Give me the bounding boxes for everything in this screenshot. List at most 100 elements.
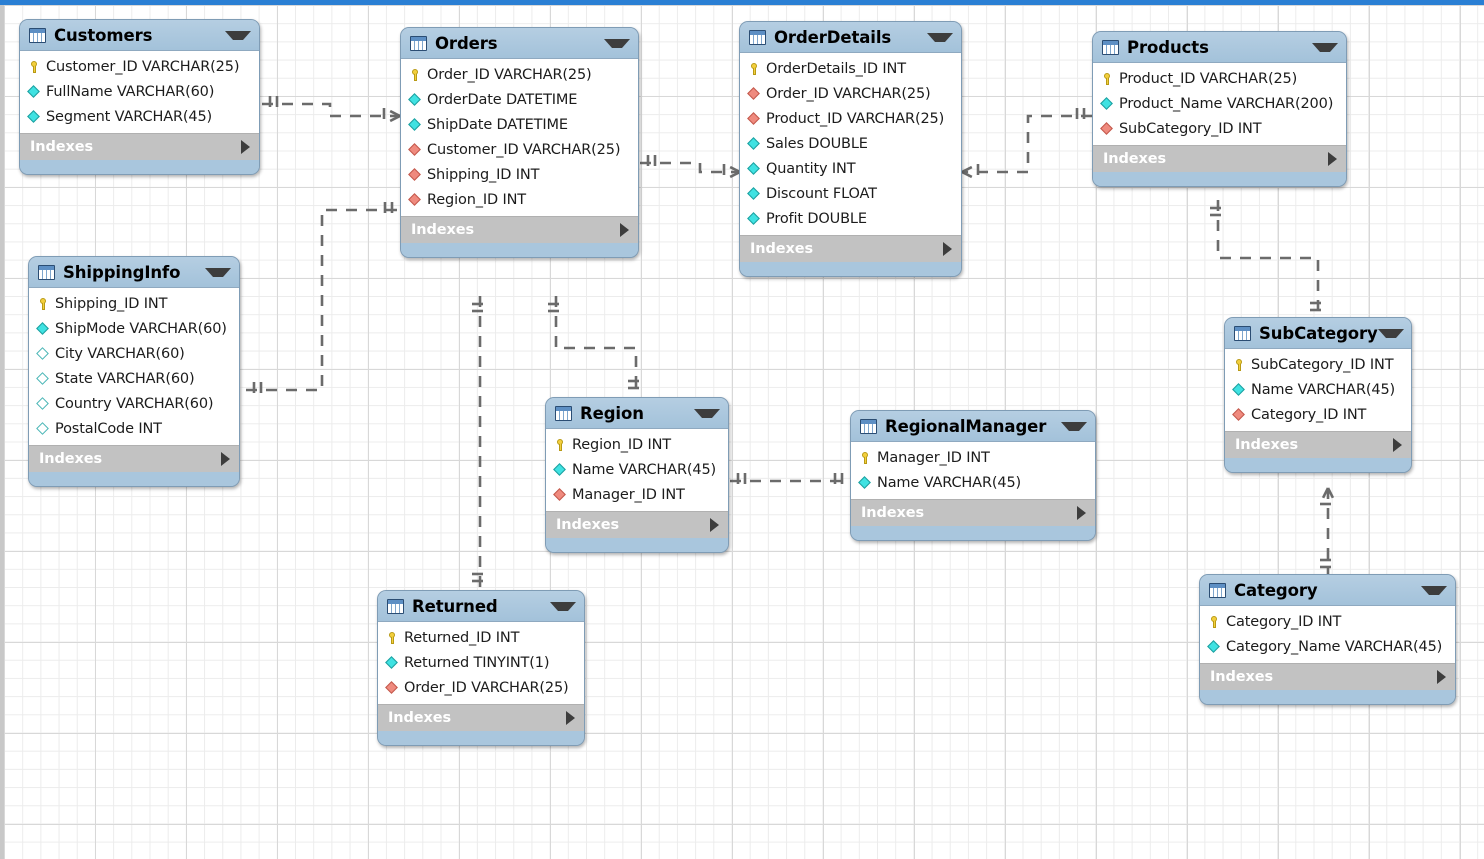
indexes-row[interactable]: Indexes xyxy=(1200,663,1455,690)
table-regionalmanager[interactable]: RegionalManager Manager_ID INT Name VARC… xyxy=(850,410,1096,541)
column-label: Name VARCHAR(45) xyxy=(877,474,1022,491)
table-header[interactable]: ShippingInfo xyxy=(29,257,239,288)
column-label: Profit DOUBLE xyxy=(766,210,867,227)
column-row[interactable]: Customer_ID VARCHAR(25) xyxy=(401,137,638,162)
table-category[interactable]: Category Category_ID INT Category_Name V… xyxy=(1199,574,1456,705)
indexes-row[interactable]: Indexes xyxy=(378,704,584,731)
chevron-right-icon[interactable] xyxy=(710,518,719,532)
column-row[interactable]: Product_Name VARCHAR(200) xyxy=(1093,91,1346,116)
chevron-right-icon[interactable] xyxy=(241,140,250,154)
table-header[interactable]: OrderDetails xyxy=(740,22,961,53)
column-row[interactable]: Region_ID INT xyxy=(546,432,728,457)
column-row[interactable]: Manager_ID INT xyxy=(851,445,1095,470)
column-row[interactable]: Name VARCHAR(45) xyxy=(851,470,1095,495)
table-products[interactable]: Products Product_ID VARCHAR(25) Product_… xyxy=(1092,31,1347,187)
column-label: Name VARCHAR(45) xyxy=(572,461,717,478)
column-row[interactable]: SubCategory_ID INT xyxy=(1225,352,1411,377)
chevron-down-icon[interactable] xyxy=(205,267,231,277)
table-header[interactable]: Customers xyxy=(20,20,259,51)
chevron-down-icon[interactable] xyxy=(1421,585,1447,595)
column-row[interactable]: Category_ID INT xyxy=(1200,609,1455,634)
column-row[interactable]: Shipping_ID INT xyxy=(29,291,239,316)
chevron-down-icon[interactable] xyxy=(550,601,576,611)
column-row[interactable]: Order_ID VARCHAR(25) xyxy=(378,675,584,700)
column-row[interactable]: Order_ID VARCHAR(25) xyxy=(740,81,961,106)
column-row[interactable]: Manager_ID INT xyxy=(546,482,728,507)
indexes-row[interactable]: Indexes xyxy=(29,445,239,472)
column-row[interactable]: Shipping_ID INT xyxy=(401,162,638,187)
column-label: Category_ID INT xyxy=(1226,613,1342,630)
chevron-right-icon[interactable] xyxy=(1393,438,1402,452)
column-row[interactable]: Category_Name VARCHAR(45) xyxy=(1200,634,1455,659)
column-row[interactable]: PostalCode INT xyxy=(29,416,239,441)
column-row[interactable]: Sales DOUBLE xyxy=(740,131,961,156)
chevron-down-icon[interactable] xyxy=(1377,328,1404,338)
column-row[interactable]: Quantity INT xyxy=(740,156,961,181)
table-header[interactable]: SubCategory xyxy=(1225,318,1411,349)
table-header[interactable]: Region xyxy=(546,398,728,429)
chevron-down-icon[interactable] xyxy=(225,30,251,40)
table-customers[interactable]: Customers Customer_ID VARCHAR(25) FullNa… xyxy=(19,19,260,175)
column-row[interactable]: Product_ID VARCHAR(25) xyxy=(740,106,961,131)
table-returned[interactable]: Returned Returned_ID INT Returned TINYIN… xyxy=(377,590,585,746)
column-row[interactable]: Discount FLOAT xyxy=(740,181,961,206)
column-row[interactable]: Country VARCHAR(60) xyxy=(29,391,239,416)
indexes-row[interactable]: Indexes xyxy=(20,133,259,160)
indexes-row[interactable]: Indexes xyxy=(740,235,961,262)
indexes-row[interactable]: Indexes xyxy=(851,499,1095,526)
column-row[interactable]: City VARCHAR(60) xyxy=(29,341,239,366)
column-row[interactable]: OrderDate DATETIME xyxy=(401,87,638,112)
indexes-row[interactable]: Indexes xyxy=(401,216,638,243)
chevron-right-icon[interactable] xyxy=(1077,506,1086,520)
table-orders[interactable]: Orders Order_ID VARCHAR(25) OrderDate DA… xyxy=(400,27,639,258)
chevron-right-icon[interactable] xyxy=(943,242,952,256)
table-header[interactable]: Products xyxy=(1093,32,1346,63)
column-row[interactable]: Order_ID VARCHAR(25) xyxy=(401,62,638,87)
chevron-right-icon[interactable] xyxy=(566,711,575,725)
chevron-down-icon[interactable] xyxy=(694,408,720,418)
column-row[interactable]: ShipDate DATETIME xyxy=(401,112,638,137)
chevron-right-icon[interactable] xyxy=(620,223,629,237)
chevron-right-icon[interactable] xyxy=(1328,152,1337,166)
foreign-key-icon xyxy=(385,681,399,695)
column-row[interactable]: Customer_ID VARCHAR(25) xyxy=(20,54,259,79)
table-title: Products xyxy=(1127,37,1209,57)
column-row[interactable]: Returned_ID INT xyxy=(378,625,584,650)
column-label: Order_ID VARCHAR(25) xyxy=(427,66,592,83)
column-row[interactable]: Region_ID INT xyxy=(401,187,638,212)
column-row[interactable]: Name VARCHAR(45) xyxy=(1225,377,1411,402)
chevron-right-icon[interactable] xyxy=(221,452,230,466)
column-label: Manager_ID INT xyxy=(877,449,990,466)
chevron-down-icon[interactable] xyxy=(1312,42,1338,52)
column-row[interactable]: Product_ID VARCHAR(25) xyxy=(1093,66,1346,91)
table-subcategory[interactable]: SubCategory SubCategory_ID INT Name VARC… xyxy=(1224,317,1412,473)
column-row[interactable]: SubCategory_ID INT xyxy=(1093,116,1346,141)
table-orderdetails[interactable]: OrderDetails OrderDetails_ID INT Order_I… xyxy=(739,21,962,277)
column-row[interactable]: FullName VARCHAR(60) xyxy=(20,79,259,104)
table-shippinginfo[interactable]: ShippingInfo Shipping_ID INT ShipMode VA… xyxy=(28,256,240,487)
column-row[interactable]: State VARCHAR(60) xyxy=(29,366,239,391)
column-row[interactable]: Category_ID INT xyxy=(1225,402,1411,427)
column-row[interactable]: Name VARCHAR(45) xyxy=(546,457,728,482)
table-header[interactable]: RegionalManager xyxy=(851,411,1095,442)
column-row[interactable]: ShipMode VARCHAR(60) xyxy=(29,316,239,341)
foreign-key-icon xyxy=(408,143,422,157)
chevron-right-icon[interactable] xyxy=(1437,670,1446,684)
indexes-row[interactable]: Indexes xyxy=(1225,431,1411,458)
chevron-down-icon[interactable] xyxy=(1061,421,1087,431)
indexes-row[interactable]: Indexes xyxy=(1093,145,1346,172)
table-header[interactable]: Category xyxy=(1200,575,1455,606)
chevron-down-icon[interactable] xyxy=(604,38,630,48)
indexes-row[interactable]: Indexes xyxy=(546,511,728,538)
table-region[interactable]: Region Region_ID INT Name VARCHAR(45) Ma… xyxy=(545,397,729,553)
table-header[interactable]: Orders xyxy=(401,28,638,59)
column-row[interactable]: Segment VARCHAR(45) xyxy=(20,104,259,129)
chevron-down-icon[interactable] xyxy=(927,32,953,42)
table-header[interactable]: Returned xyxy=(378,591,584,622)
column-list: Manager_ID INT Name VARCHAR(45) xyxy=(851,442,1095,499)
column-row[interactable]: Profit DOUBLE xyxy=(740,206,961,231)
column-label: Region_ID INT xyxy=(572,436,671,453)
column-row[interactable]: OrderDetails_ID INT xyxy=(740,56,961,81)
column-row[interactable]: Returned TINYINT(1) xyxy=(378,650,584,675)
